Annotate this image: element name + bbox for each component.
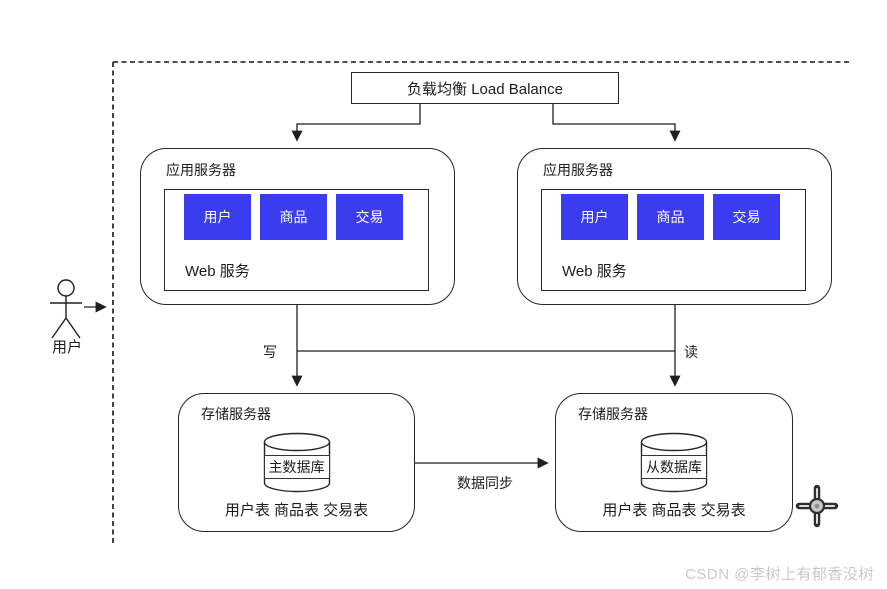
write-edge-label: 写 [263,344,277,360]
web-service-container: 用户 商品 交易 Web 服务 [541,189,806,291]
storage-server-title: 存储服务器 [201,406,271,422]
crosshair-move-icon [795,484,839,528]
storage-server-title: 存储服务器 [578,406,648,422]
app-server-title: 应用服务器 [166,162,236,178]
module-user: 用户 [561,194,628,240]
load-balancer-label: 负载均衡 Load Balance [407,80,563,98]
tables-label: 用户表 商品表 交易表 [224,502,369,519]
module-product: 商品 [260,194,327,240]
csdn-watermark: CSDN @李树上有郁香没树 [685,566,874,583]
user-actor-label: 用户 [51,339,82,356]
data-sync-edge-label: 数据同步 [457,475,513,491]
web-service-label: Web 服务 [185,263,250,280]
web-service-label: Web 服务 [562,263,627,280]
master-db-label: 主数据库 [263,455,330,479]
web-service-container: 用户 商品 交易 Web 服务 [164,189,429,291]
module-trade: 交易 [713,194,780,240]
read-edge-label: 读 [684,344,698,360]
lb-to-app-left-connector [291,104,421,142]
module-trade: 交易 [336,194,403,240]
storage-server-slave: 存储服务器 从数据库 用户表 商品表 交易表 [555,393,793,532]
module-product: 商品 [637,194,704,240]
tables-label: 用户表 商品表 交易表 [602,502,746,519]
app-server-right: 应用服务器 用户 商品 交易 Web 服务 [517,148,832,305]
user-actor-icon [50,279,82,339]
module-row: 用户 商品 交易 [561,194,780,240]
slave-db-label: 从数据库 [641,455,707,479]
app-server-title: 应用服务器 [543,162,613,178]
lb-to-app-right-connector [552,104,681,142]
module-row: 用户 商品 交易 [184,194,403,240]
module-user: 用户 [184,194,251,240]
app-server-left: 应用服务器 用户 商品 交易 Web 服务 [140,148,455,305]
storage-server-master: 存储服务器 主数据库 用户表 商品表 交易表 [178,393,415,532]
load-balancer-node: 负载均衡 Load Balance [351,72,619,104]
